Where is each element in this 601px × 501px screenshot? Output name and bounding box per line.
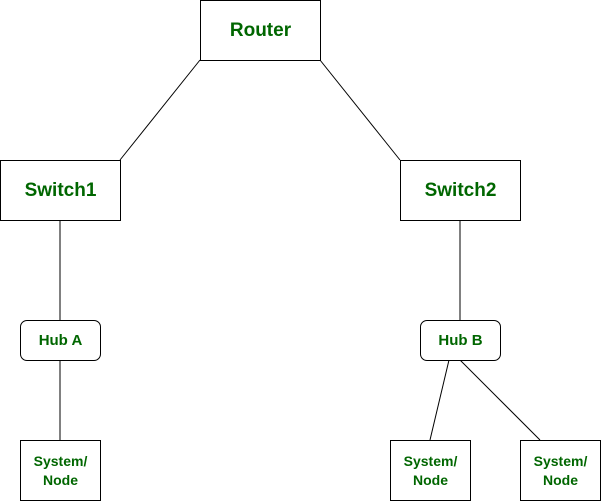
system-node-a: System/ Node — [20, 440, 101, 501]
edge-router-switch2 — [319, 59, 401, 161]
hub-b-node: Hub B — [420, 320, 501, 361]
system-node-b1: System/ Node — [390, 440, 471, 501]
router-node: Router — [200, 0, 321, 61]
switch1-node: Switch1 — [0, 160, 121, 221]
hub-a-node: Hub A — [20, 320, 101, 361]
edge-hub-b-node-1 — [429, 359, 450, 441]
switch2-node: Switch2 — [400, 160, 521, 221]
edge-hub-b-node-2 — [459, 359, 541, 441]
system-node-b2: System/ Node — [520, 440, 601, 501]
edge-router-switch1 — [119, 59, 201, 161]
